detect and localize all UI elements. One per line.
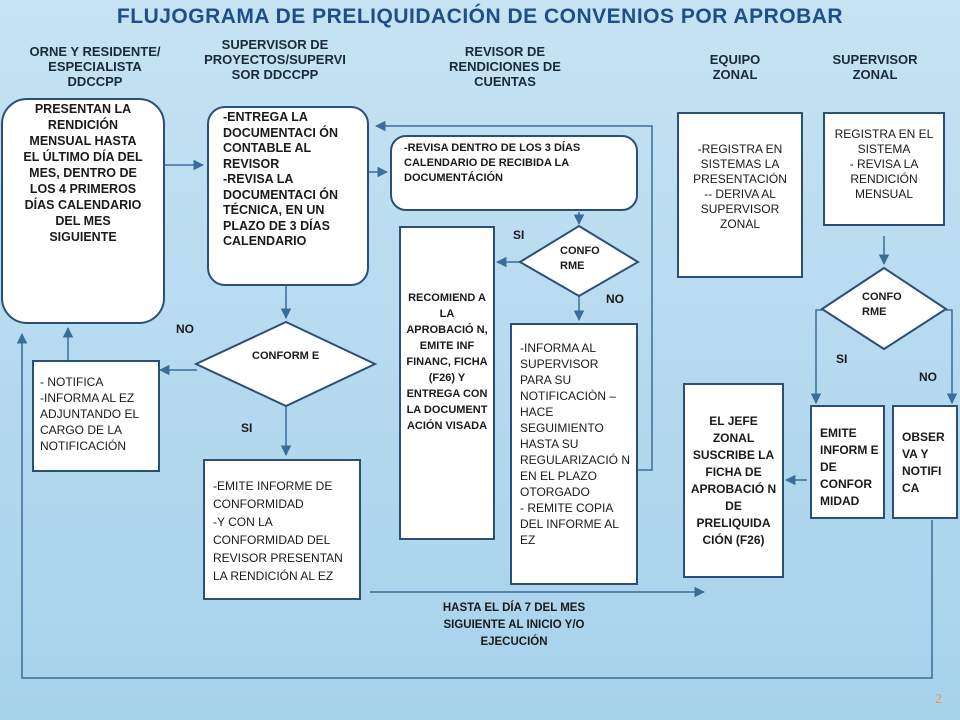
box-recomienda-aprobacion: RECOMIEND A LA APROBACIÓ N, EMITE INF FI… <box>399 226 495 540</box>
decision-diamond-1 <box>193 320 378 408</box>
box-emite-informe-conformidad: -EMITE INFORME DE CONFORMIDAD -Y CON LA … <box>203 459 361 600</box>
label-no-decision-1: NO <box>176 322 194 336</box>
arrow-informa-entrega <box>374 120 653 471</box>
arrow-observa-presentan <box>16 332 933 679</box>
decision-1-text: CONFORM E <box>252 350 320 362</box>
box-presentan-rendicion: PRESENTAN LA RENDICIÓN MENSUAL HASTA EL … <box>1 98 165 324</box>
arrow-decision3-emite <box>810 309 822 405</box>
lane-header-supervisor-proyectos: SUPERVISOR DE PROYECTOS/SUPERVI SOR DDCC… <box>204 37 346 82</box>
label-si-decision-1: SI <box>241 421 253 435</box>
lane-header-revisor: REVISOR DE RENDICIONES DE CUENTAS <box>449 44 561 89</box>
lane-header-supervisor-zonal: SUPERVISOR ZONAL <box>832 52 918 82</box>
box-registra-equipo-zonal: -REGISTRA EN SISTEMAS LA PRESENTACIÓN --… <box>677 112 803 278</box>
box-informa-supervisor: -INFORMA AL SUPERVISOR PARA SU NOTIFICAC… <box>510 323 638 585</box>
box-emite-informe-supervisor-zonal: EMITE INFORM E DE CONFOR MIDAD <box>810 405 885 519</box>
box-observa-notifica: OBSER VA Y NOTIFI CA <box>892 405 958 519</box>
box-revisa-documentacion: -REVISA DENTRO DE LOS 3 DÍAS CALENDARIO … <box>390 135 638 211</box>
slide-title: FLUJOGRAMA DE PRELIQUIDACIÓN DE CONVENIO… <box>116 5 844 28</box>
decision-diamond-2 <box>518 224 640 298</box>
decision-2-text: CONFO RME <box>560 245 600 272</box>
label-deadline: HASTA EL DÍA 7 DEL MES SIGUIENTE AL INIC… <box>442 602 586 648</box>
box-registra-supervisor-zonal: REGISTRA EN EL SISTEMA - REVISA LA RENDI… <box>823 112 945 226</box>
lane-header-residente: ORNE Y RESIDENTE/ ESPECIALISTA DDCCPP <box>29 44 161 89</box>
lane-header-equipo-zonal: EQUIPO ZONAL <box>709 52 761 82</box>
box-entrega-documentacion: -ENTREGA LA DOCUMENTACI ÓN CONTABLE AL R… <box>207 106 369 286</box>
box-jefe-zonal-suscribe: EL JEFE ZONAL SUSCRIBE LA FICHA DE APROB… <box>683 383 784 578</box>
label-si-decision-3: SI <box>836 352 848 366</box>
decision-3-text: CONFO RME <box>862 291 902 318</box>
label-no-decision-3: NO <box>919 370 937 384</box>
label-no-decision-2: NO <box>606 292 624 306</box>
box-notifica: - NOTIFICA -INFORMA AL EZ ADJUNTANDO EL … <box>32 360 160 472</box>
arrow-decision3-observa <box>946 309 958 405</box>
decision-diamond-3 <box>820 266 948 351</box>
page-number: 2 <box>935 692 942 707</box>
label-si-decision-2: SI <box>513 228 525 242</box>
